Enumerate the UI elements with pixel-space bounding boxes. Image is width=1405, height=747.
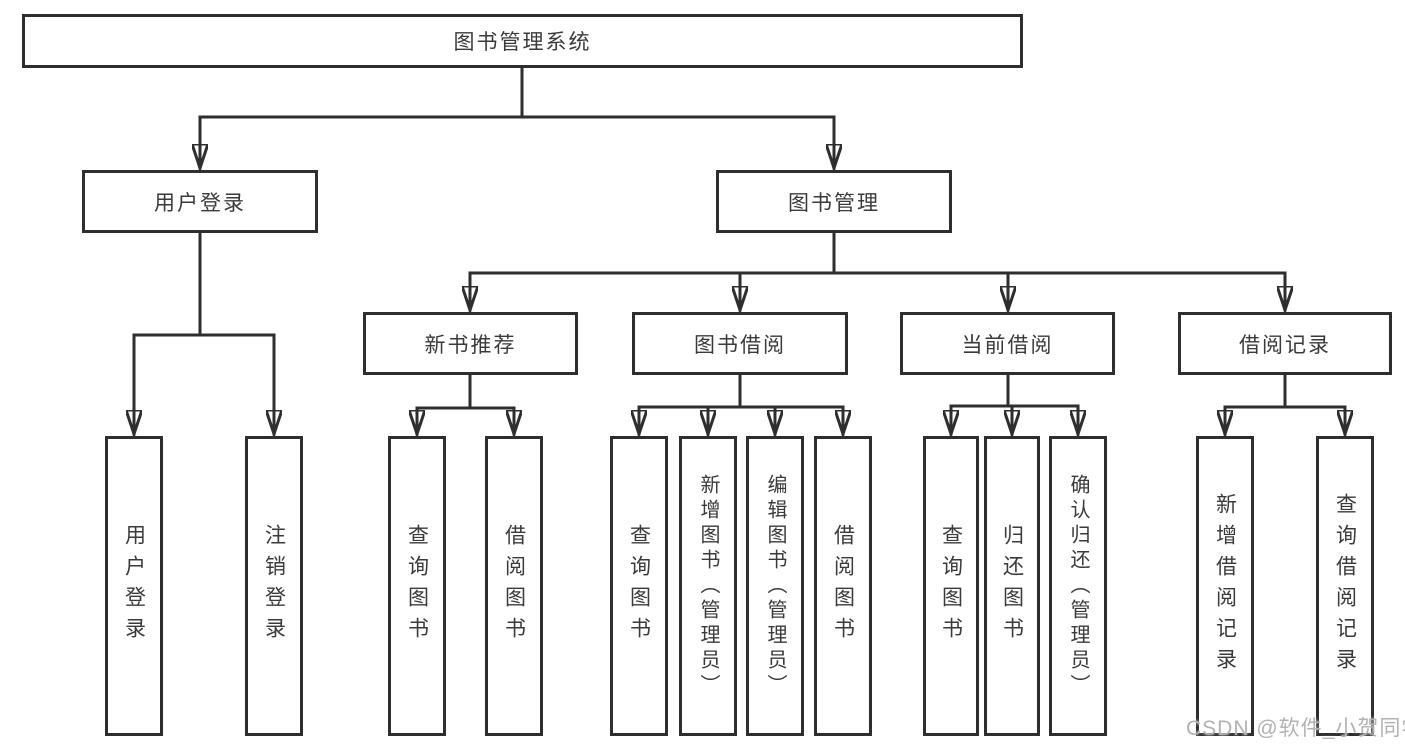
node-borrow-records: 借阅记录 bbox=[1178, 312, 1392, 375]
node-query-borrow-record: 查询借阅记录 bbox=[1316, 436, 1374, 736]
node-query-books-recommend: 查询图书 bbox=[388, 436, 446, 736]
node-current-borrowing: 当前借阅 bbox=[900, 312, 1115, 375]
node-library-system: 图书管理系统 bbox=[22, 14, 1023, 68]
csdn-watermark: CSDN @软件_小贺同学 bbox=[1186, 717, 1405, 740]
node-return-book: 归还图书 bbox=[984, 436, 1040, 736]
node-borrow-books-borrowing: 借阅图书 bbox=[814, 436, 872, 736]
node-book-management: 图书管理 bbox=[716, 170, 952, 233]
node-query-books-current: 查询图书 bbox=[923, 436, 979, 736]
node-edit-book-admin: 编辑图书（管理员） bbox=[746, 436, 804, 736]
node-query-books-borrowing: 查询图书 bbox=[610, 436, 668, 736]
node-borrow-books-recommend: 借阅图书 bbox=[485, 436, 543, 736]
node-add-book-admin: 新增图书（管理员） bbox=[679, 436, 737, 736]
node-add-borrow-record: 新增借阅记录 bbox=[1196, 436, 1254, 736]
node-confirm-return-admin: 确认归还（管理员） bbox=[1049, 436, 1107, 736]
node-book-borrowing: 图书借阅 bbox=[632, 312, 848, 375]
node-user-login: 用户登录 bbox=[82, 170, 318, 233]
node-logout: 注销登录 bbox=[245, 436, 303, 736]
node-user-login-leaf: 用户登录 bbox=[105, 436, 163, 736]
node-new-book-recommend: 新书推荐 bbox=[363, 312, 578, 375]
